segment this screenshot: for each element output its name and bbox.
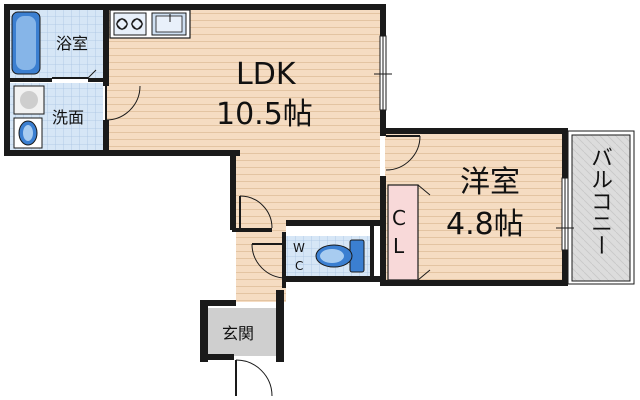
- entrance-floor: [208, 308, 278, 356]
- washing-machine-space-icon: [13, 85, 45, 115]
- balcony: [567, 130, 635, 285]
- closet: [387, 184, 431, 281]
- hall-floor: [236, 222, 286, 302]
- toilet-icon: [315, 239, 365, 273]
- ldk-floor: [106, 8, 382, 222]
- outlet-marks: [374, 73, 574, 229]
- toilet-label-w: W: [293, 241, 305, 255]
- bathroom-label: 浴室: [56, 34, 89, 53]
- stove-icon: [113, 12, 147, 36]
- floor-areas: [8, 8, 630, 356]
- bathtub-icon: [11, 11, 41, 75]
- kitchen-counter: [109, 9, 191, 39]
- balcony-label: バルコニー: [587, 146, 612, 256]
- ldk-label: LDK: [236, 57, 296, 92]
- western-room-label: 洋室: [460, 165, 520, 200]
- walls: [4, 4, 568, 362]
- ldk-size-label: 10.5帖: [216, 97, 313, 132]
- closet-label-l: L: [393, 234, 405, 258]
- western-room-size-label: 4.8帖: [446, 207, 524, 242]
- toilet-label-c: C: [295, 259, 304, 273]
- entrance-label: 玄関: [222, 324, 255, 343]
- doors: [52, 69, 421, 397]
- washbasin-icon: [13, 117, 43, 149]
- closet-label-c: C: [392, 206, 406, 230]
- washroom-label: 洗面: [52, 108, 85, 127]
- balcony-floor: [572, 135, 630, 281]
